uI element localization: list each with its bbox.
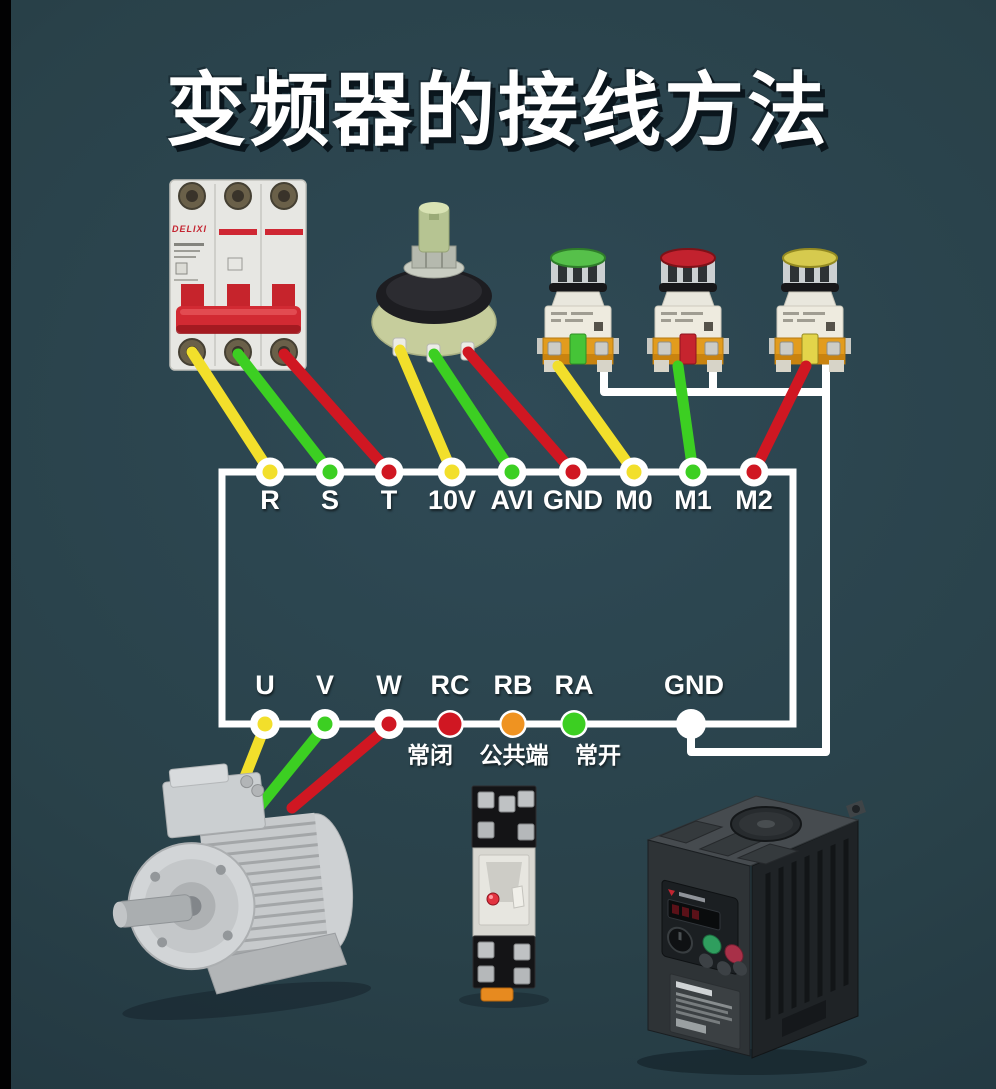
breaker-toggle [176, 284, 301, 334]
inverter-green-button [702, 934, 722, 955]
potentiometer [371, 202, 497, 363]
bottom-terminal-label-u: U [255, 670, 275, 700]
wire-pot-10v [394, 344, 458, 478]
bottom-terminal-label-rb: RB [493, 670, 533, 700]
page-title: 变频器的接线方法 [166, 66, 830, 155]
wire-pot-gnd [462, 346, 579, 478]
motor [112, 763, 372, 1020]
red-pushbutton [647, 248, 729, 372]
bottom-terminal-label-v: V [315, 670, 335, 700]
top-terminal-label-m1: M1 [674, 485, 712, 515]
top-terminals [255, 457, 769, 487]
top-terminal-label-r: R [260, 485, 280, 515]
bottom-terminal-label-rc: RC [430, 670, 470, 700]
wire-breaker-t [278, 348, 395, 478]
circuit-breaker [169, 179, 307, 371]
note-normally-open: 常开 [575, 742, 621, 768]
bottom-terminals [250, 709, 706, 739]
top-terminal-label-10v: 10V [427, 485, 477, 515]
top-terminal-label-m0: M0 [615, 485, 653, 515]
relay [459, 785, 549, 1008]
top-terminal-label-s: S [320, 485, 340, 515]
wire-breaker-r [186, 346, 276, 478]
gnd-terminal [676, 709, 706, 739]
relay-clip [480, 987, 514, 1002]
wire-btn-m2 [748, 360, 812, 478]
top-terminal-label-m2: M2 [735, 485, 773, 515]
breaker-brand: DELIXI [172, 224, 208, 234]
bottom-terminal-label-ra: RA [554, 670, 594, 700]
inverter [637, 795, 867, 1075]
left-black-edge [0, 0, 11, 1089]
wire-btn-m0 [552, 360, 640, 478]
inverter-red-button [724, 944, 744, 964]
breaker-top-screws [178, 182, 298, 210]
breaker-print-lines [174, 243, 243, 281]
wire-btn-m1 [672, 360, 699, 478]
wire-breaker-s [232, 348, 336, 478]
top-terminal-label-avi: AVI [490, 485, 534, 515]
note-common: 公共端 [479, 742, 549, 768]
wire-motor-v [254, 720, 331, 812]
wires [186, 344, 812, 814]
note-normally-closed: 常闭 [407, 742, 453, 768]
bottom-terminal-label-gnd: GND [664, 670, 724, 700]
yellow-pushbutton [769, 248, 851, 372]
top-terminal-label-t: T [380, 485, 398, 515]
relay-led [486, 892, 500, 906]
top-terminal-label-gnd: GND [543, 485, 603, 515]
wire-pot-avi [428, 348, 518, 478]
bottom-terminal-label-w: W [376, 670, 402, 700]
wire-motor-w [286, 720, 395, 814]
green-pushbutton [537, 248, 619, 372]
